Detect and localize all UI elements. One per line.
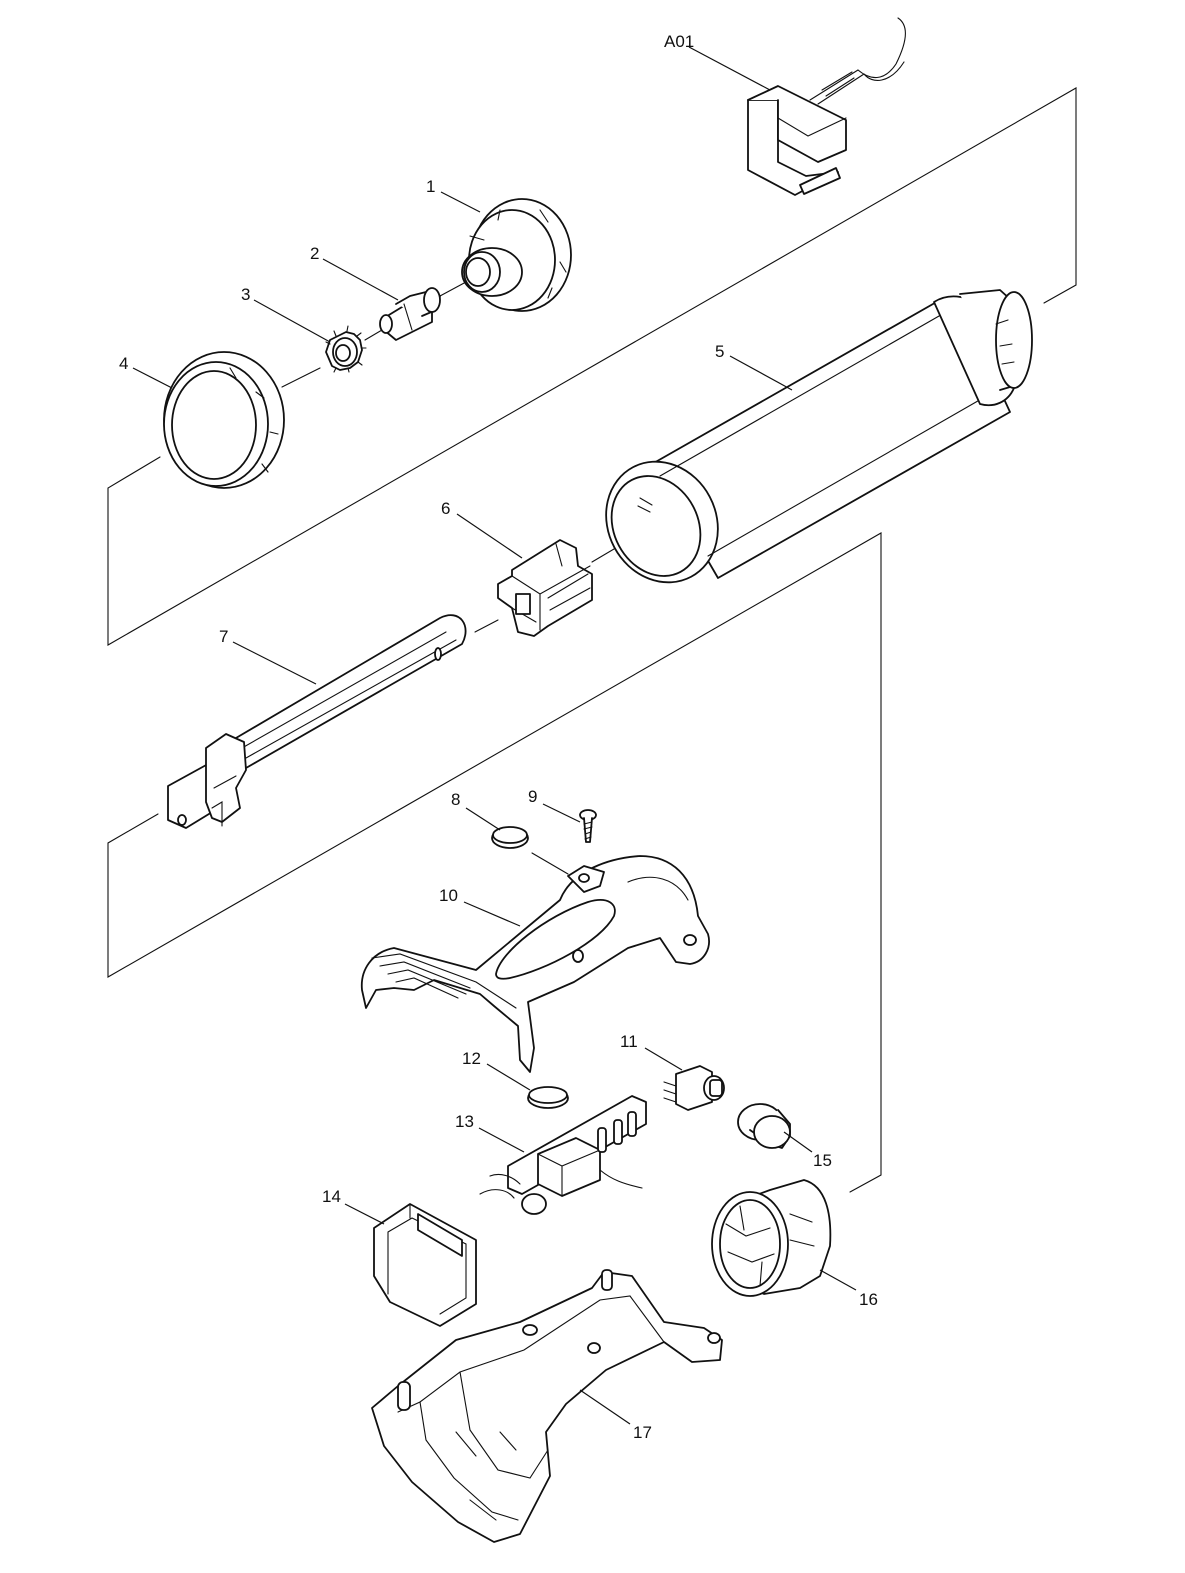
part-4-ring[interactable] [163,351,285,489]
part-11-switch[interactable] [663,1065,725,1111]
part-a01-clip[interactable] [747,17,906,196]
part-12-ring[interactable] [527,1086,569,1109]
part-17-handle-lower[interactable] [371,1269,723,1543]
part-16-motor-housing[interactable] [711,1179,832,1297]
label-part-9: 9 [528,787,537,806]
label-part-17: 17 [633,1423,652,1442]
group-bracket-lines [107,87,1077,1193]
label-part-10: 10 [439,886,458,905]
label-part-12: 12 [462,1049,481,1068]
label-part-5: 5 [715,342,724,361]
label-part-1: 1 [426,177,435,196]
part-13-circuit-board[interactable] [479,1095,647,1215]
label-part-8: 8 [451,790,460,809]
label-part-4: 4 [119,354,128,373]
part-1-end-cap[interactable] [461,198,572,312]
label-part-7: 7 [219,627,228,646]
part-15-button[interactable] [737,1103,791,1149]
part-14-battery-cover[interactable] [373,1203,477,1327]
part-6-piston-holder[interactable] [497,539,593,637]
label-part-2: 2 [310,244,319,263]
part-5-barrel[interactable] [585,289,1033,602]
leader-lines [132,46,857,1425]
part-2-nozzle-adapter[interactable] [379,287,441,341]
part-10-handle-upper[interactable] [360,855,710,1073]
part-8-ring[interactable] [491,826,529,849]
part-3-nut[interactable] [325,325,367,373]
part-7-rod[interactable] [167,614,467,829]
label-a01: A01 [664,32,694,51]
part-9-screw[interactable] [579,809,597,843]
part-labels: A01 1 2 3 4 5 6 7 8 9 10 11 12 13 14 15 … [119,32,878,1442]
label-part-11: 11 [620,1032,638,1051]
label-part-13: 13 [455,1112,474,1131]
label-part-15: 15 [813,1151,832,1170]
label-part-14: 14 [322,1187,341,1206]
label-part-16: 16 [859,1290,878,1309]
label-part-3: 3 [241,285,250,304]
label-part-6: 6 [441,499,450,518]
